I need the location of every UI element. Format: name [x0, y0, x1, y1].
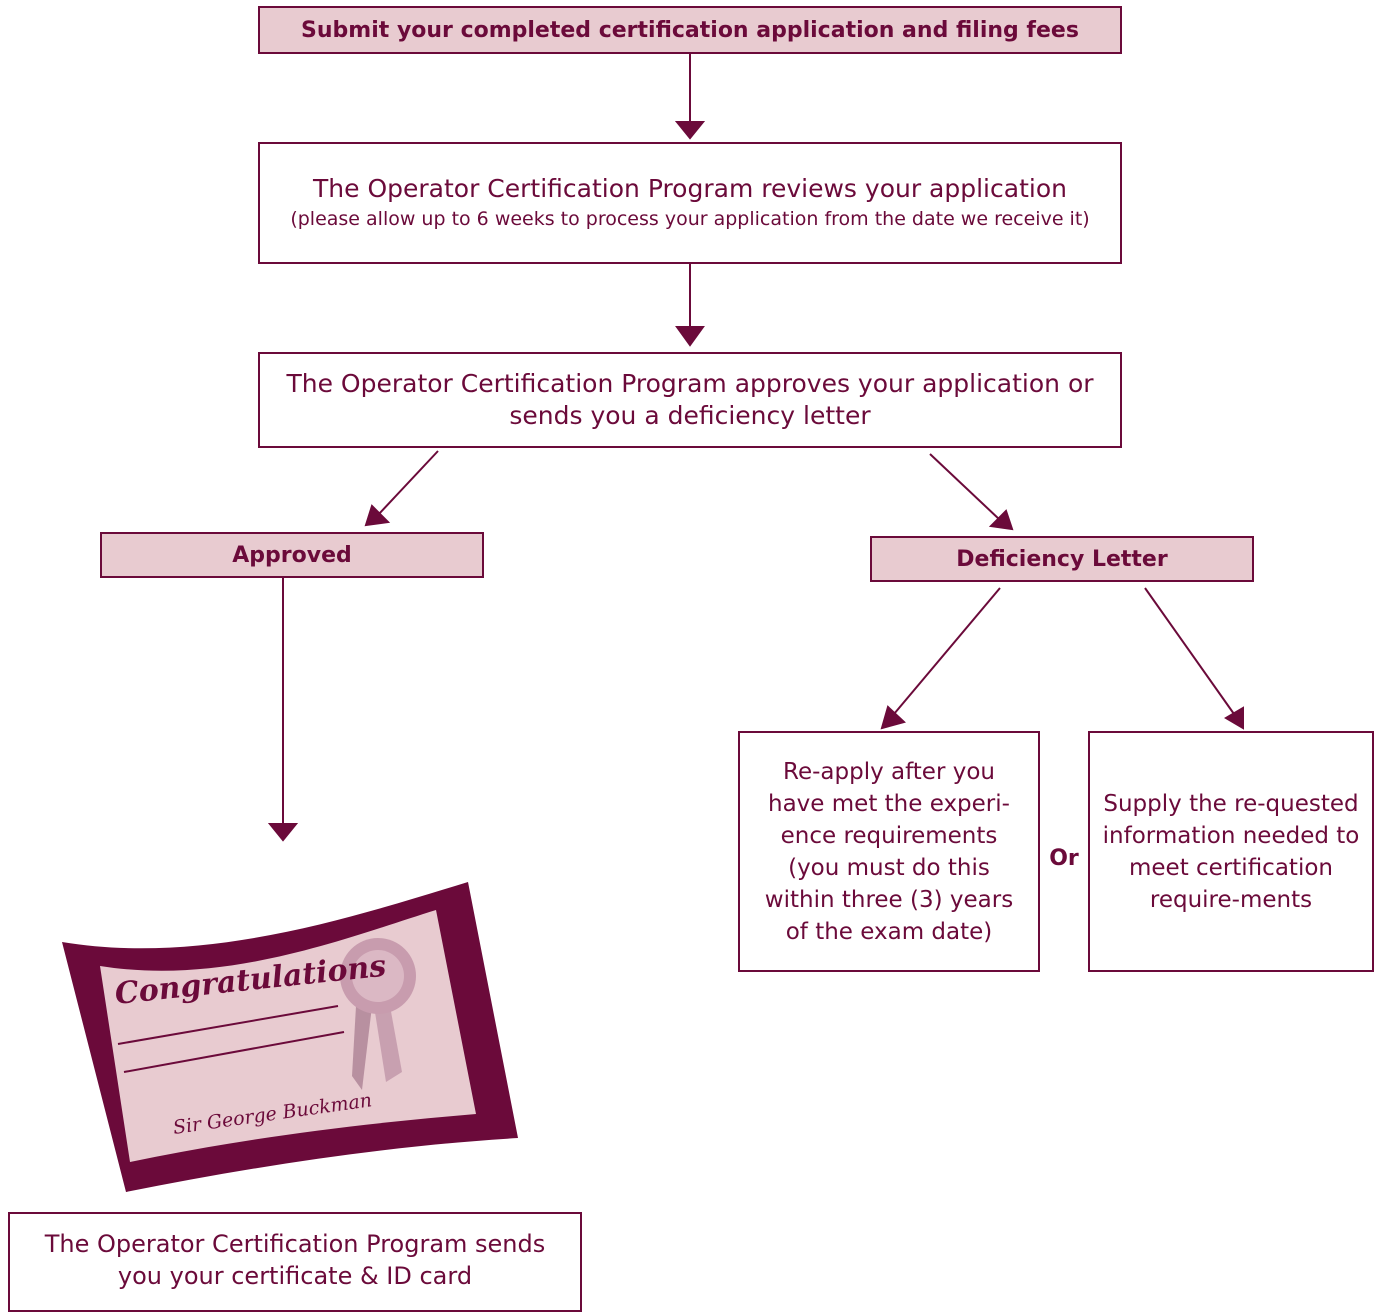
- submit-step-box: Submit your completed certification appl…: [258, 6, 1122, 54]
- deficiency-letter-label: Deficiency Letter: [956, 546, 1168, 572]
- arrow-head: [988, 509, 1014, 531]
- submit-step-label: Submit your completed certification appl…: [301, 17, 1079, 43]
- supply-box: Supply the re-quested information needed…: [1088, 731, 1374, 972]
- decision-step-label: The Operator Certification Program appro…: [286, 369, 1094, 430]
- arrow-head: [364, 504, 391, 527]
- arrow-head: [1224, 706, 1244, 730]
- review-step-box: The Operator Certification Program revie…: [258, 142, 1122, 264]
- approved-label: Approved: [232, 542, 352, 568]
- or-label: Or: [1049, 846, 1079, 871]
- arrow-head: [675, 326, 705, 347]
- reapply-box: Re-apply after you have met the experi-e…: [738, 731, 1040, 972]
- sends-certificate-label: The Operator Certification Program sends…: [44, 1230, 546, 1290]
- reapply-label: Re-apply after you have met the experi-e…: [764, 758, 1014, 945]
- certificate-icon: Congratulations Sir George Buckman: [62, 882, 518, 1192]
- supply-label: Supply the re-quested information needed…: [1102, 790, 1360, 913]
- approved-box: Approved: [100, 532, 484, 578]
- sends-certificate-box: The Operator Certification Program sends…: [8, 1212, 582, 1312]
- arrow-head: [674, 121, 706, 140]
- review-step-label: The Operator Certification Program revie…: [313, 173, 1067, 203]
- deficiency-letter-box: Deficiency Letter: [870, 536, 1254, 582]
- arrow-head: [880, 705, 906, 730]
- arrow-head: [267, 823, 299, 842]
- decision-step-box: The Operator Certification Program appro…: [258, 352, 1122, 448]
- review-step-note: (please allow up to 6 weeks to process y…: [290, 207, 1090, 230]
